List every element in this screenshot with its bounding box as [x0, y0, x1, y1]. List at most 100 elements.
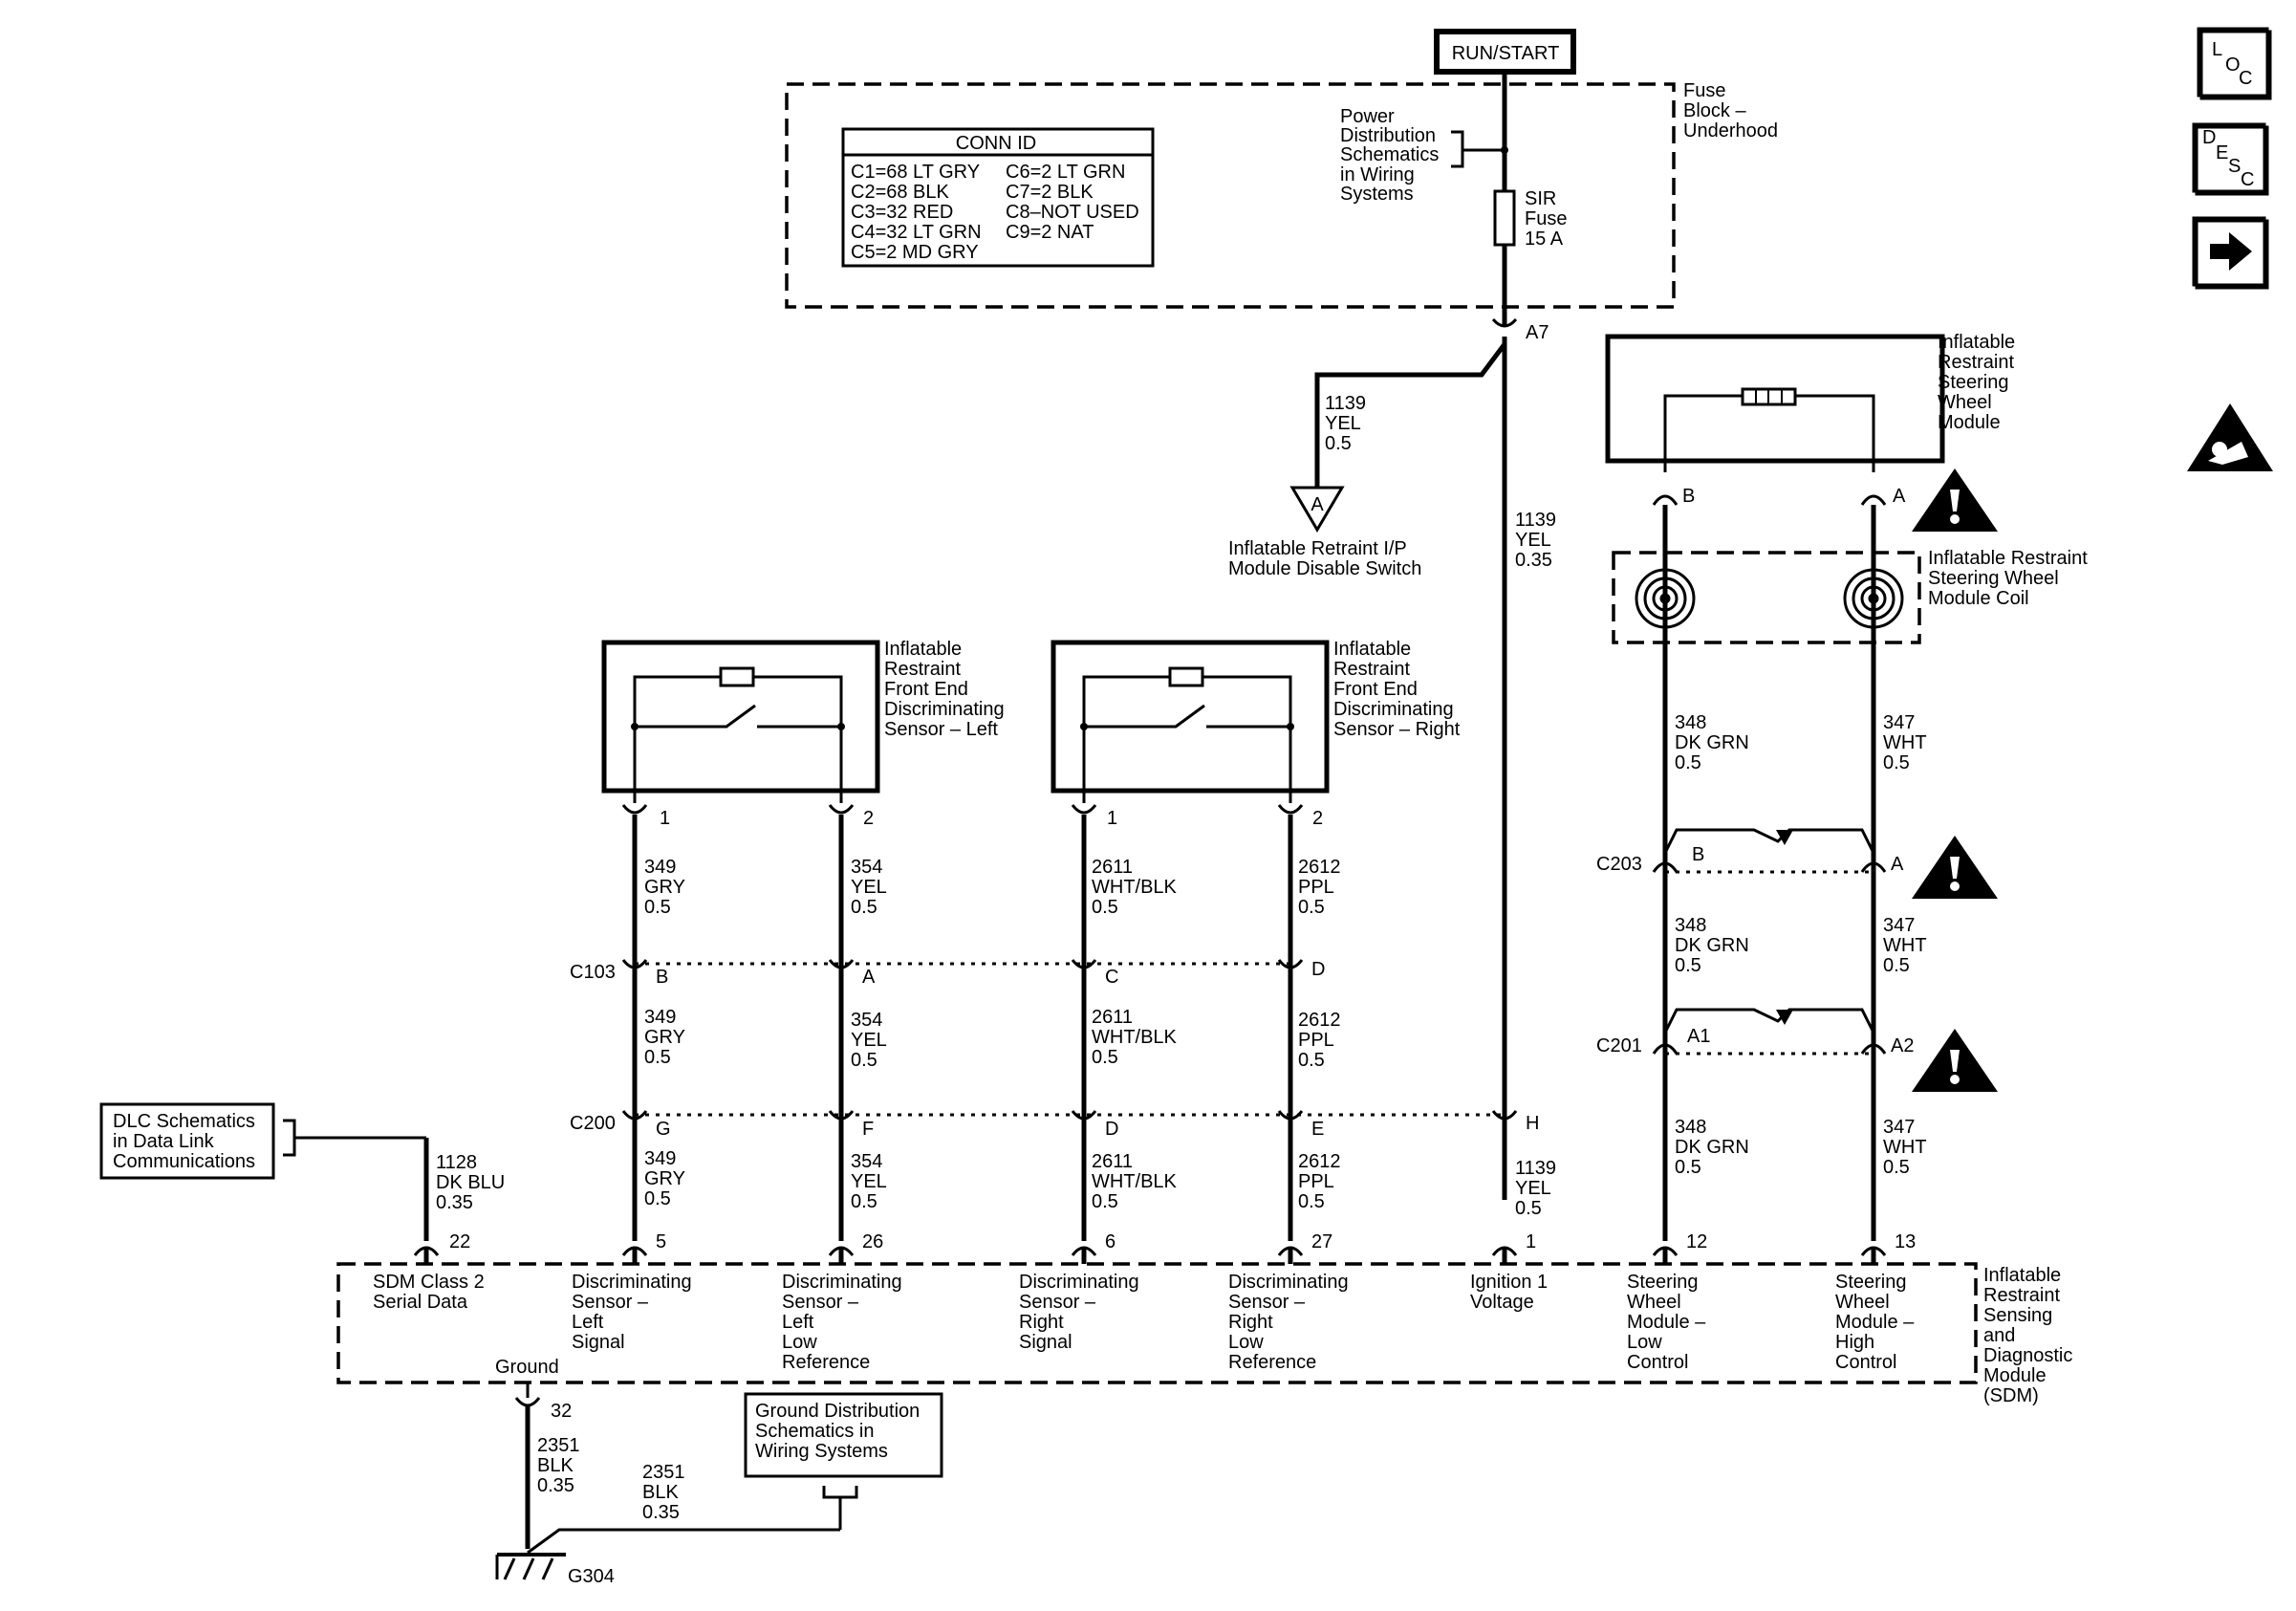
svg-text:0.35: 0.35 — [1515, 550, 1552, 571]
ground-g304-label: G304 — [568, 1566, 615, 1587]
disable-switch-wire-label: 1139 YEL 0.5 — [1325, 393, 1366, 454]
next-arrow-button[interactable] — [2192, 216, 2269, 290]
svg-text:E: E — [2216, 142, 2228, 163]
svg-text:F: F — [862, 1119, 874, 1140]
connector-c201: C201 A1 A2 — [1596, 1008, 1914, 1056]
sdm-function-ignition: Ignition 1 Voltage — [1470, 1272, 1548, 1313]
svg-text:Module –: Module – — [1627, 1312, 1706, 1333]
svg-text:Communications: Communications — [113, 1151, 255, 1172]
svg-text:CONN ID: CONN ID — [956, 133, 1036, 154]
svg-text:0.5: 0.5 — [1883, 752, 1910, 773]
svg-text:C1=68 LT GRY: C1=68 LT GRY — [851, 162, 980, 183]
svg-text:Wheel: Wheel — [1938, 392, 1992, 413]
svg-text:347: 347 — [1883, 712, 1915, 733]
svg-text:C201: C201 — [1596, 1035, 1642, 1056]
svg-text:WHT: WHT — [1883, 732, 1927, 753]
svg-text:Inflatable: Inflatable — [1983, 1265, 2061, 1286]
svg-text:2612: 2612 — [1298, 857, 1341, 878]
ground-distribution-ref[interactable]: Ground Distribution Schematics in Wiring… — [744, 1392, 943, 1530]
svg-text:0.5: 0.5 — [1515, 1198, 1542, 1219]
svg-text:PPL: PPL — [1298, 1171, 1334, 1192]
sdm-function-steering-high: Steering Wheel Module – High Control — [1835, 1272, 1915, 1373]
svg-text:Wheel: Wheel — [1627, 1292, 1681, 1313]
svg-text:0.5: 0.5 — [1092, 1191, 1118, 1212]
svg-text:0.5: 0.5 — [851, 897, 877, 918]
svg-text:A2: A2 — [1891, 1035, 1914, 1056]
svg-text:Left: Left — [572, 1312, 604, 1333]
svg-text:Steering Wheel: Steering Wheel — [1928, 568, 2059, 589]
sdm-function-right-low-ref: Discriminating Sensor – Right Low Refere… — [1228, 1272, 1349, 1373]
svg-text:Inflatable: Inflatable — [884, 639, 962, 660]
sdm-function-serial-data: SDM Class 2 Serial Data — [373, 1272, 485, 1313]
svg-text:2612: 2612 — [1298, 1010, 1341, 1031]
svg-text:0.5: 0.5 — [1092, 1047, 1118, 1068]
svg-text:SDM Class 2: SDM Class 2 — [373, 1272, 485, 1293]
svg-text:Inflatable: Inflatable — [1938, 332, 2015, 353]
svg-text:BLK: BLK — [642, 1482, 679, 1503]
svg-text:Steering: Steering — [1835, 1272, 1907, 1293]
svg-text:A: A — [862, 967, 876, 988]
svg-text:Inflatable: Inflatable — [1333, 639, 1411, 660]
sdm-function-steering-low: Steering Wheel Module – Low Control — [1627, 1272, 1706, 1373]
svg-text:0.5: 0.5 — [644, 1047, 671, 1068]
svg-text:0.35: 0.35 — [537, 1475, 574, 1496]
svg-text:Fuse: Fuse — [1525, 208, 1567, 229]
sdm-ground-label: Ground — [495, 1357, 559, 1378]
svg-text:22: 22 — [449, 1231, 470, 1252]
steering-wheel-module-label: Inflatable Restraint Steering Wheel Modu… — [1938, 332, 2015, 433]
svg-text:C9=2 NAT: C9=2 NAT — [1006, 222, 1094, 243]
svg-text:Front End: Front End — [884, 679, 968, 700]
sdm-function-right-signal: Discriminating Sensor – Right Signal — [1019, 1272, 1139, 1353]
svg-text:D: D — [2202, 127, 2216, 148]
loc-button[interactable]: L O C — [2197, 27, 2272, 100]
svg-text:0.5: 0.5 — [1325, 433, 1352, 454]
svg-text:G: G — [656, 1119, 671, 1140]
run-start-box: RUN/START — [1434, 29, 1576, 75]
connector-c203: C203 B A — [1596, 828, 1904, 875]
desc-button[interactable]: D E S C — [2192, 122, 2269, 196]
svg-text:Wiring Systems: Wiring Systems — [755, 1441, 888, 1462]
svg-text:1: 1 — [1526, 1231, 1536, 1252]
svg-text:Steering: Steering — [1627, 1272, 1699, 1293]
svg-text:C4=32 LT GRN: C4=32 LT GRN — [851, 222, 982, 243]
svg-text:L: L — [2212, 39, 2222, 60]
svg-text:A1: A1 — [1687, 1026, 1710, 1047]
clockspring-coil — [1612, 551, 1921, 644]
svg-text:349: 349 — [644, 1148, 676, 1169]
svg-text:Module –: Module – — [1835, 1312, 1915, 1333]
sensor-left-label: Inflatable Restraint Front End Discrimin… — [884, 639, 1005, 740]
svg-text:Discriminating: Discriminating — [1228, 1272, 1349, 1293]
steering-pin-a: A — [1893, 486, 1906, 507]
run-start-label: RUN/START — [1452, 43, 1560, 64]
svg-text:WHT/BLK: WHT/BLK — [1092, 877, 1178, 898]
svg-text:13: 13 — [1895, 1231, 1916, 1252]
svg-text:Low: Low — [1627, 1332, 1662, 1353]
svg-text:0.35: 0.35 — [642, 1502, 680, 1523]
svg-text:Block –: Block – — [1683, 100, 1746, 121]
svg-text:C103: C103 — [570, 962, 616, 983]
disable-switch-label: Inflatable Retraint I/P Module Disable S… — [1228, 538, 1421, 579]
svg-text:2611: 2611 — [1092, 1151, 1133, 1172]
svg-text:YEL: YEL — [851, 1171, 887, 1192]
sdm-pin-numbers: 22 5 26 6 27 1 12 13 — [449, 1231, 1916, 1252]
svg-text:BLK: BLK — [537, 1455, 574, 1476]
svg-text:Sensor – Left: Sensor – Left — [884, 719, 998, 740]
svg-text:YEL: YEL — [1515, 1178, 1551, 1199]
svg-text:C5=2 MD GRY: C5=2 MD GRY — [851, 242, 979, 263]
svg-text:Low: Low — [782, 1332, 817, 1353]
svg-text:GRY: GRY — [644, 1168, 685, 1189]
svg-text:Sensor –: Sensor – — [1019, 1292, 1096, 1313]
disable-switch-ref[interactable]: A — [1289, 486, 1345, 533]
svg-text:348: 348 — [1675, 712, 1706, 733]
dlc-schematics-ref[interactable]: DLC Schematics in Data Link Communicatio… — [99, 1102, 426, 1180]
svg-text:B: B — [1692, 844, 1704, 865]
svg-text:1139: 1139 — [1515, 1158, 1556, 1179]
svg-text:Distribution: Distribution — [1340, 125, 1436, 146]
svg-text:2612: 2612 — [1298, 1151, 1341, 1172]
svg-text:Discriminating: Discriminating — [1019, 1272, 1139, 1293]
steering-wheel-module — [1605, 334, 1945, 472]
svg-text:Module Disable Switch: Module Disable Switch — [1228, 558, 1421, 579]
sensor-right-module — [1051, 640, 1330, 803]
